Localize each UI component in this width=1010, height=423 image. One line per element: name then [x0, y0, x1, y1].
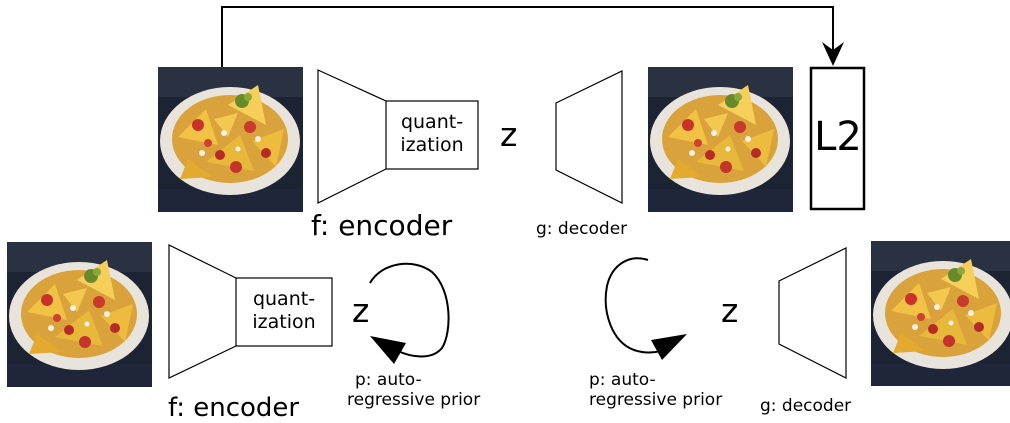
encoder-label-bottom: f: encoder [168, 393, 300, 423]
prior-line1: p: auto- [355, 370, 422, 390]
quantization-label-top: quant- ization [386, 111, 478, 157]
autoregressive-loop-right [604, 257, 673, 354]
encoder-trapezoid-bottom [168, 244, 237, 379]
quantization-line2: ization [252, 311, 316, 333]
encoder-trapezoid-top [317, 69, 387, 204]
quantization-line2: ization [400, 134, 464, 156]
autoregressive-prior-label-right: p: auto- regressive prior [589, 370, 722, 410]
quantization-box-bottom [235, 277, 333, 347]
l2-loss-label: L2 [814, 114, 862, 160]
input-image-top [158, 67, 303, 212]
quantization-box-top [385, 100, 479, 170]
loop-arrow-head-left [370, 336, 406, 364]
prior-line2: regressive prior [589, 390, 723, 410]
l2-loss-box [809, 66, 866, 211]
loop-arrow-head-right [651, 334, 687, 360]
reconstructed-image-top [648, 67, 793, 212]
skip-arrow-head [822, 42, 844, 66]
latent-z-bottom-right: z [721, 291, 739, 330]
encoder-label-top: f: encoder [311, 209, 453, 242]
quantization-line1: quant- [252, 288, 316, 310]
decoder-label-top: g: decoder [536, 219, 628, 239]
decoder-trapezoid-bottom [778, 247, 847, 379]
prior-line2: regressive prior [347, 390, 481, 410]
latent-z-top: z [500, 115, 518, 154]
decoder-label-bottom: g: decoder [760, 396, 852, 416]
quantization-line1: quant- [400, 111, 464, 133]
skip-connection-arrow [221, 6, 834, 67]
autoregressive-prior-label-left: p: auto- regressive prior [347, 370, 480, 410]
reconstructed-image-bottom [871, 241, 1010, 386]
decoder-trapezoid-top [555, 70, 623, 204]
input-image-bottom [7, 242, 152, 387]
autoregressive-loop-left [369, 262, 450, 358]
latent-z-bottom-left: z [352, 291, 370, 330]
quantization-label-bottom: quant- ization [236, 288, 332, 334]
prior-line1: p: auto- [589, 370, 656, 390]
